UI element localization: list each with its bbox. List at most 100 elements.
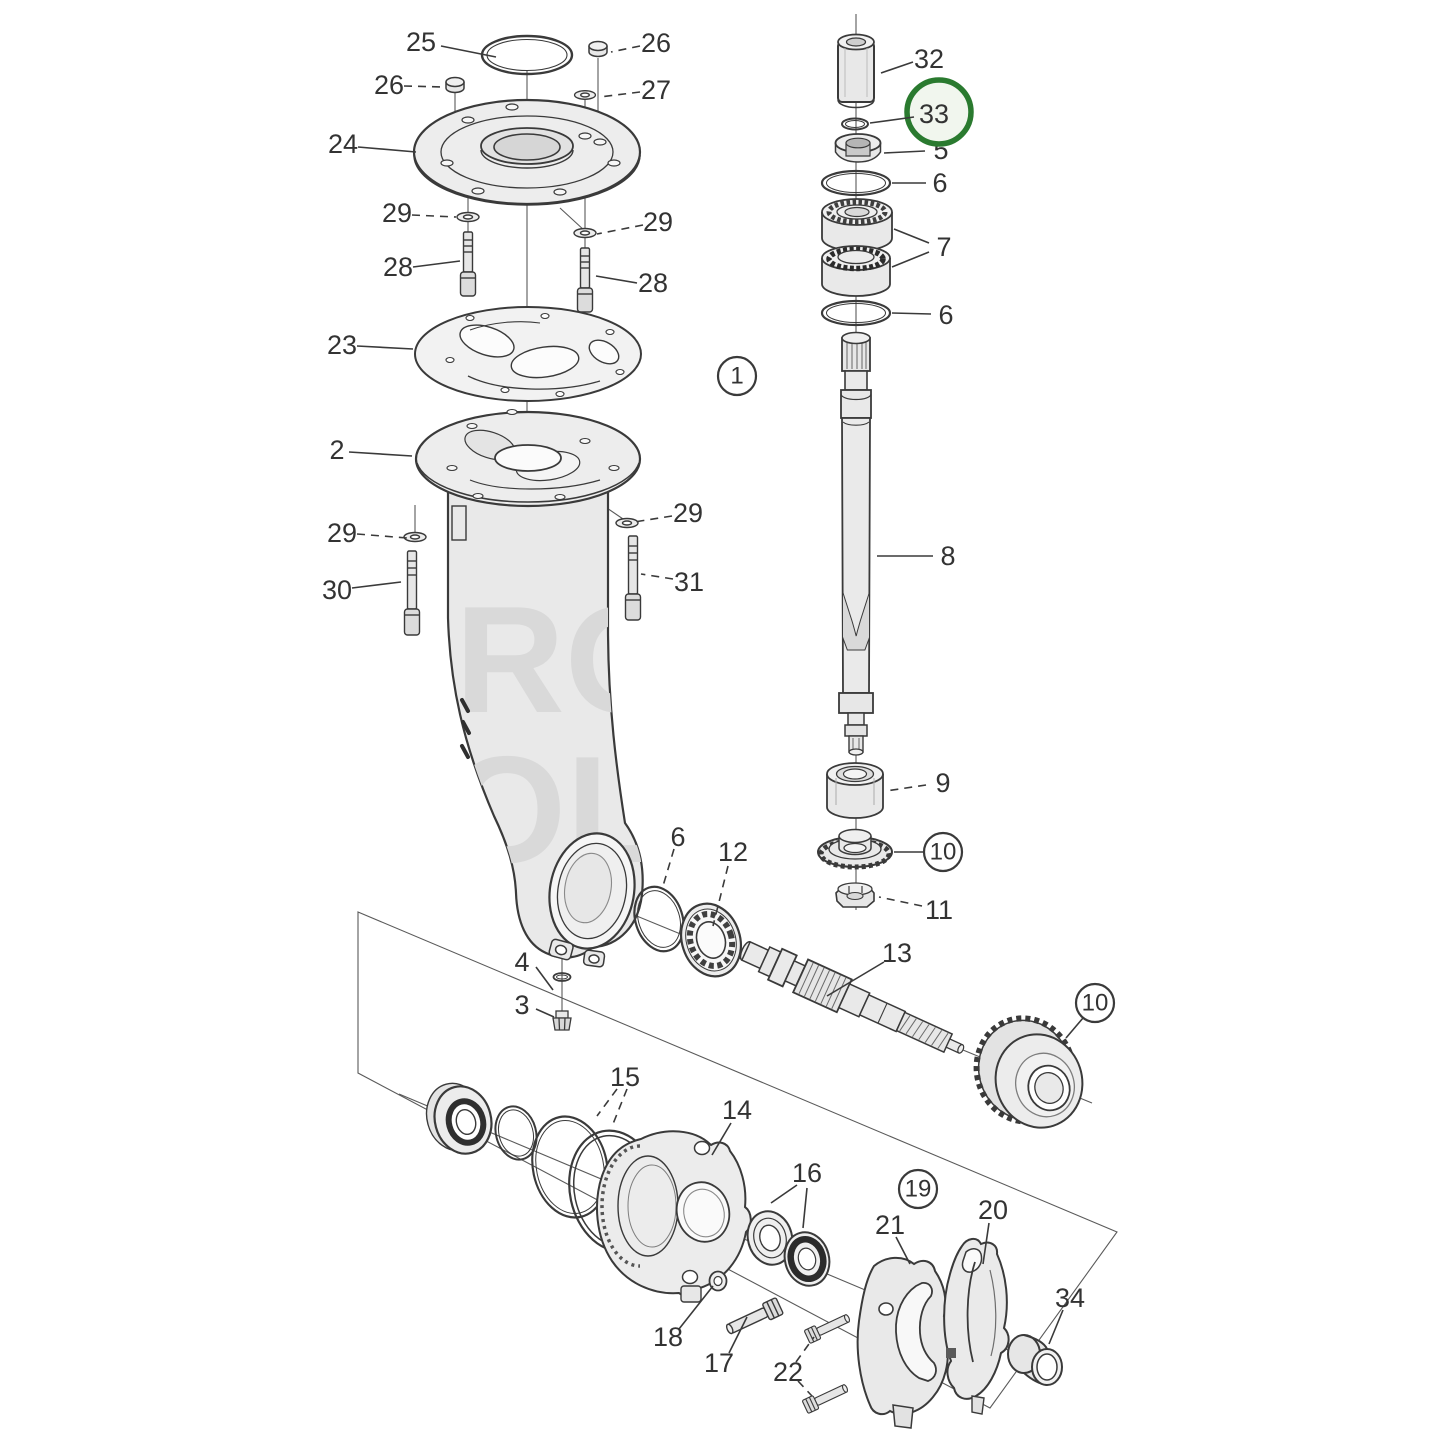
- washer-29-d: [615, 517, 639, 529]
- callout-4: 4: [514, 947, 554, 991]
- callout-label: 31: [674, 567, 704, 597]
- leader-line: [880, 61, 914, 74]
- leader-line: [440, 45, 497, 58]
- leader-line: [640, 573, 674, 580]
- callout-31: 31: [640, 567, 704, 597]
- leader-line: [348, 451, 413, 457]
- callout-label: 9: [935, 768, 950, 798]
- leader-line: [728, 1316, 748, 1354]
- callout-label: 25: [406, 27, 436, 57]
- callout-16: 16: [770, 1158, 822, 1229]
- leader-line: [883, 150, 926, 154]
- callout-circle: [922, 831, 964, 873]
- callout-circle: [1074, 982, 1116, 1024]
- callout-label: 7: [936, 232, 951, 262]
- callout-15: 15: [596, 1062, 640, 1125]
- bolt-31: [624, 535, 642, 621]
- leader-line: [356, 345, 414, 350]
- leader-line: [356, 533, 408, 539]
- callout-label: 2: [329, 435, 344, 465]
- callout-label: 14: [722, 1095, 752, 1125]
- bearing-7-upper: [821, 198, 893, 252]
- clamp-half-21: [856, 1256, 953, 1429]
- nut-26-left: [445, 76, 465, 94]
- callout-28: 28: [383, 252, 461, 282]
- callout-25: 25: [406, 27, 497, 58]
- washer-29-b: [573, 227, 597, 239]
- callout-label: 29: [643, 207, 673, 237]
- bolt-28-left: [459, 231, 477, 297]
- callout-label: 20: [978, 1195, 1008, 1225]
- leader-line: [795, 1336, 815, 1363]
- drain-screw-group: [552, 972, 572, 1031]
- o-ring-33: [841, 117, 869, 131]
- callout-19: 19: [897, 1168, 939, 1210]
- callout-label: 24: [328, 129, 358, 159]
- leader-line: [711, 1122, 732, 1156]
- screw-3: [552, 1010, 572, 1031]
- callout-14: 14: [711, 1095, 752, 1156]
- leader-line: [411, 214, 457, 218]
- callout-9: 9: [885, 768, 951, 798]
- carrier-row: [425, 1082, 1063, 1429]
- leader-line: [595, 275, 638, 284]
- gasket-23: [414, 306, 642, 402]
- seal-16-a: [746, 1210, 794, 1266]
- bolt-28-right: [576, 247, 594, 313]
- callout-6: 6: [892, 168, 948, 198]
- leader-line: [797, 1380, 813, 1397]
- callout-21: 21: [875, 1210, 911, 1265]
- callout-label: 22: [773, 1357, 803, 1387]
- callout-label: 13: [882, 938, 912, 968]
- callout-circle: [716, 355, 758, 397]
- pinion-gear-10: [817, 828, 893, 870]
- o-ring-6-propshaft: [633, 885, 685, 953]
- callout-2: 2: [329, 435, 413, 465]
- watermark-line1: RO: [455, 575, 683, 745]
- leader-line: [403, 85, 444, 88]
- leader-line: [802, 1187, 808, 1229]
- callout-34: 34: [1048, 1283, 1085, 1345]
- callout-29: 29: [596, 207, 673, 237]
- callout-label: 21: [875, 1210, 905, 1240]
- callout-label: 15: [610, 1062, 640, 1092]
- leader-line: [596, 1088, 618, 1117]
- flange-stack: [412, 34, 642, 313]
- bearing-carrier-14: [596, 1130, 752, 1303]
- callout-30: 30: [322, 575, 402, 605]
- leader-line: [599, 91, 641, 98]
- bell-mouth: [548, 832, 636, 950]
- callout-32: 32: [880, 44, 944, 74]
- callout-label: 8: [940, 541, 955, 571]
- sleeve-32: [837, 33, 875, 109]
- callout-label: 27: [641, 75, 671, 105]
- callout-label: 6: [670, 822, 685, 852]
- leader-line: [412, 260, 461, 268]
- lock-washer-18: [708, 1270, 728, 1292]
- bolt-17: [722, 1296, 785, 1339]
- leader-line: [885, 784, 927, 792]
- leader-line: [612, 1088, 628, 1125]
- washer-27: [573, 90, 597, 100]
- leader-line: [878, 896, 923, 907]
- callout-29: 29: [382, 198, 457, 228]
- bolt-22-b: [801, 1380, 851, 1415]
- o-ring-6-lower: [820, 299, 892, 327]
- bell-lug-right: [582, 949, 606, 968]
- o-ring-small-row2: [494, 1105, 538, 1161]
- callout-10: 10: [1065, 982, 1116, 1039]
- callout-label: 1: [730, 363, 743, 390]
- callout-12: 12: [712, 837, 748, 927]
- leader-line: [1048, 1309, 1064, 1345]
- callout-layer-over: 33: [869, 99, 949, 129]
- bolt-30: [403, 550, 421, 636]
- prop-shaft-row: [633, 885, 1084, 1129]
- nut-26-right: [588, 40, 608, 58]
- callout-26: 26: [610, 28, 671, 58]
- callout-29: 29: [327, 518, 408, 548]
- leader-line: [351, 581, 402, 589]
- leader-line: [535, 1008, 555, 1018]
- callout-label: 6: [932, 168, 947, 198]
